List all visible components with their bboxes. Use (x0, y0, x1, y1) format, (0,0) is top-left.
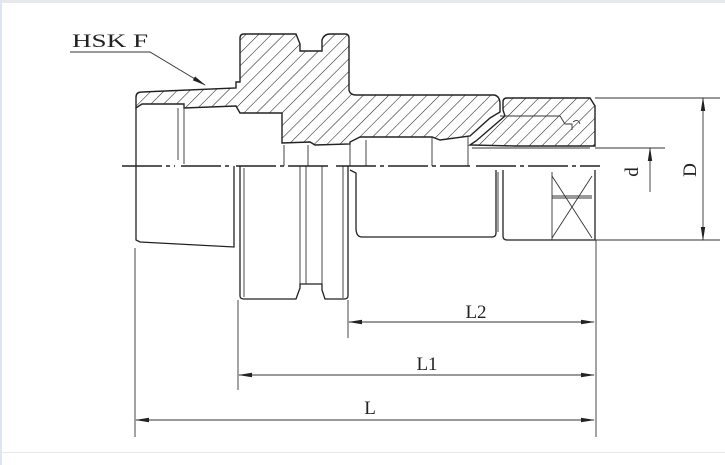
collet-taper-line (500, 115, 573, 130)
length-dimensions: L2 L1 L (134, 240, 597, 437)
hsk-f-callout: HSK F (70, 31, 206, 86)
body-neck-outline (349, 169, 497, 238)
bore-inner-features (283, 137, 590, 166)
L1-label: L1 (416, 354, 437, 375)
lower-outline (135, 104, 596, 300)
L-label: L (364, 398, 376, 419)
hsk-taper-shank (135, 108, 235, 248)
L2-label: L2 (465, 302, 486, 323)
flange-outline (239, 166, 349, 300)
d-label: d (622, 167, 643, 177)
bottom-border (0, 452, 725, 453)
nut-wrench-flats (551, 172, 593, 240)
shank-flange-body-section (135, 33, 501, 146)
callout-leader-arrow (70, 51, 206, 86)
hsk-f-label: HSK F (72, 31, 148, 52)
diameter-dimensions: D d (595, 97, 720, 241)
upper-section-hatched (135, 33, 596, 147)
collet-nut-section (467, 97, 596, 147)
nut-lower-outline (502, 170, 596, 241)
nut-retaining-ring (572, 119, 581, 125)
D-label: D (680, 163, 701, 177)
left-border (0, 0, 2, 465)
top-border (0, 0, 725, 3)
